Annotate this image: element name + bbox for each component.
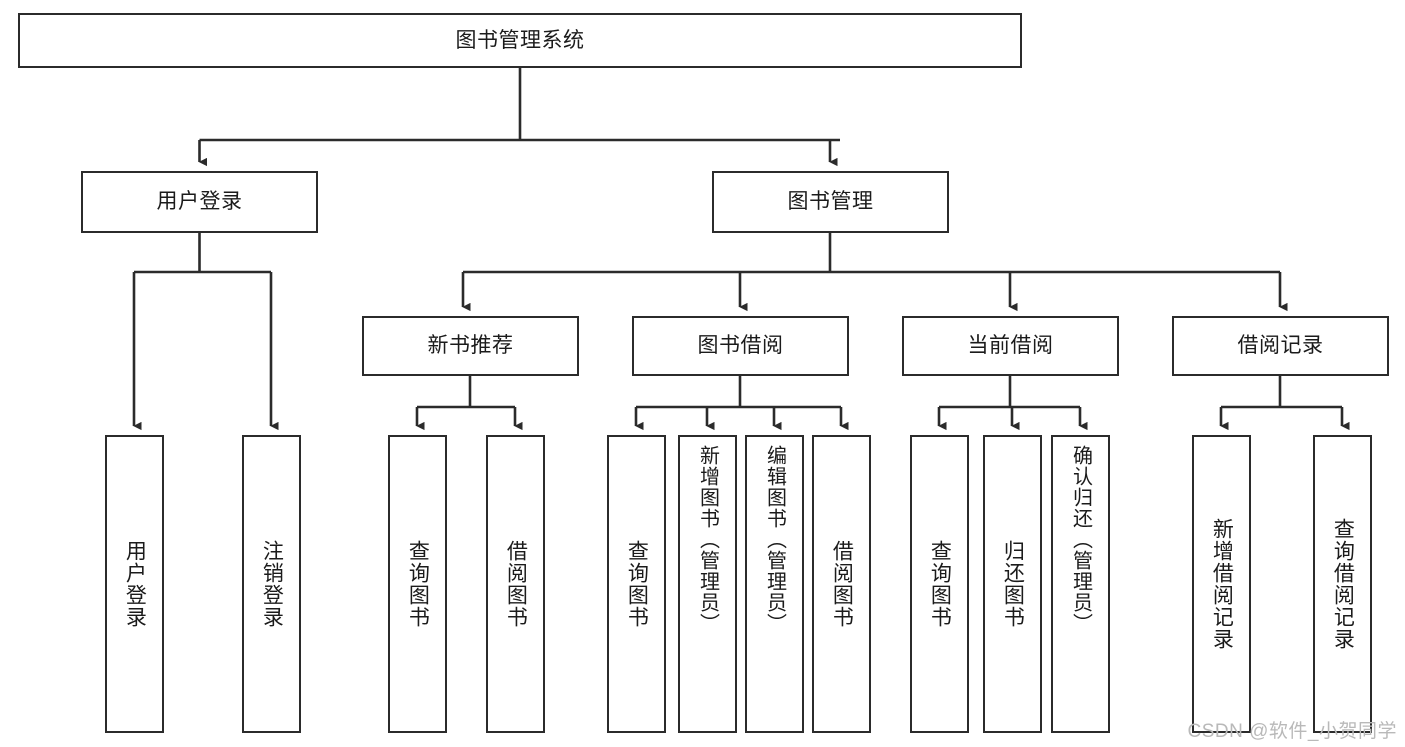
node-leaf-query-book-current-label: 查询图书: [928, 540, 952, 628]
node-leaf-return-book[interactable]: 归还图书: [983, 435, 1042, 733]
node-leaf-user-login-label: 用户登录: [123, 540, 147, 628]
node-user-login[interactable]: 用户登录: [81, 171, 318, 233]
node-leaf-add-borrow-record[interactable]: 新增借阅记录: [1192, 435, 1251, 733]
node-user-login-label: 用户登录: [156, 190, 243, 214]
node-leaf-query-book-borrow[interactable]: 查询图书: [607, 435, 666, 733]
node-new-book-recommend-label: 新书推荐: [427, 334, 514, 358]
node-leaf-borrow-book-recommend[interactable]: 借阅图书: [486, 435, 545, 733]
node-current-borrow-label: 当前借阅: [967, 334, 1054, 358]
node-leaf-add-book-admin[interactable]: 新增图书（管理员）: [678, 435, 737, 733]
node-leaf-query-borrow-record-label: 查询借阅记录: [1331, 518, 1355, 650]
node-book-borrow-label: 图书借阅: [697, 334, 784, 358]
node-book-management-label: 图书管理: [787, 190, 874, 214]
node-leaf-query-book-recommend[interactable]: 查询图书: [388, 435, 447, 733]
node-leaf-confirm-return-admin-label: 确认归还（管理员）: [1069, 445, 1092, 634]
node-leaf-borrow-book-label: 借阅图书: [830, 540, 854, 628]
node-leaf-edit-book-admin-label: 编辑图书（管理员）: [763, 445, 786, 634]
node-current-borrow[interactable]: 当前借阅: [902, 316, 1119, 376]
node-leaf-return-book-label: 归还图书: [1001, 540, 1025, 628]
node-leaf-borrow-book[interactable]: 借阅图书: [812, 435, 871, 733]
node-leaf-user-logout[interactable]: 注销登录: [242, 435, 301, 733]
node-leaf-confirm-return-admin[interactable]: 确认归还（管理员）: [1051, 435, 1110, 733]
node-book-borrow[interactable]: 图书借阅: [632, 316, 849, 376]
node-leaf-add-book-admin-label: 新增图书（管理员）: [696, 445, 719, 634]
node-borrow-records-label: 借阅记录: [1237, 334, 1324, 358]
node-leaf-query-borrow-record[interactable]: 查询借阅记录: [1313, 435, 1372, 733]
node-borrow-records[interactable]: 借阅记录: [1172, 316, 1389, 376]
node-leaf-user-logout-label: 注销登录: [260, 540, 284, 628]
node-leaf-query-book-current[interactable]: 查询图书: [910, 435, 969, 733]
node-leaf-edit-book-admin[interactable]: 编辑图书（管理员）: [745, 435, 804, 733]
node-book-management[interactable]: 图书管理: [712, 171, 949, 233]
watermark-text: CSDN @软件_小贺同学: [1187, 721, 1397, 742]
node-leaf-add-borrow-record-label: 新增借阅记录: [1210, 518, 1234, 650]
node-leaf-query-book-recommend-label: 查询图书: [406, 540, 430, 628]
node-leaf-query-book-borrow-label: 查询图书: [625, 540, 649, 628]
node-new-book-recommend[interactable]: 新书推荐: [362, 316, 579, 376]
node-leaf-borrow-book-recommend-label: 借阅图书: [504, 540, 528, 628]
node-root-label: 图书管理系统: [455, 28, 585, 52]
node-root[interactable]: 图书管理系统: [18, 13, 1022, 68]
node-leaf-user-login[interactable]: 用户登录: [105, 435, 164, 733]
